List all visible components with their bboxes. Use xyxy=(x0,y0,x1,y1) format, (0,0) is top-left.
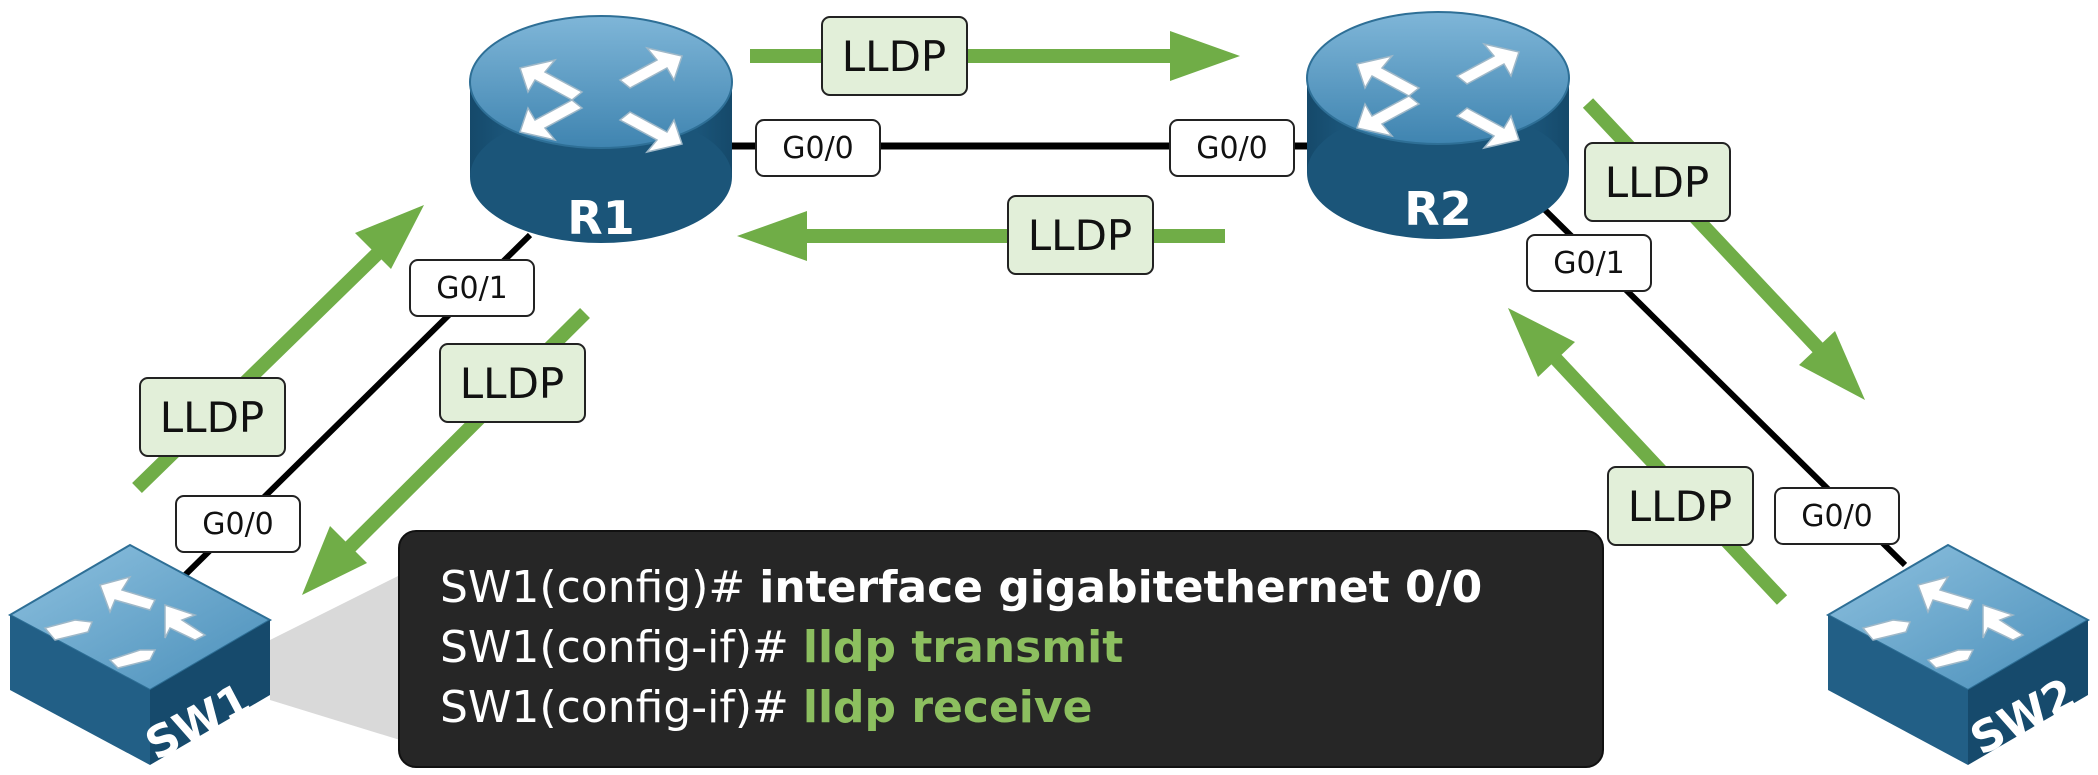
terminal-callout-wedge xyxy=(270,575,400,740)
router-r1-label: R1 xyxy=(567,191,634,245)
lldp-label-r1-down: LLDP xyxy=(439,343,586,423)
lldp-label-top: LLDP xyxy=(821,16,968,96)
lldp-label-sw1-up: LLDP xyxy=(139,377,286,457)
svg-text:LLDP: LLDP xyxy=(842,32,946,81)
router-r1[interactable]: R1 xyxy=(469,15,733,245)
switch-sw1[interactable]: SW1 xyxy=(7,543,273,771)
svg-text:G0/1: G0/1 xyxy=(436,271,508,306)
terminal-prompt: SW1(config-if)# xyxy=(440,682,803,733)
terminal-prompt: SW1(config)# xyxy=(440,562,760,613)
terminal-line: SW1(config-if)# lldp receive xyxy=(440,678,1602,738)
terminal-prompt: SW1(config-if)# xyxy=(440,622,803,673)
lldp-labels: LLDP LLDP LLDP LLDP LLDP LLDP xyxy=(139,16,1754,546)
terminal-command: lldp transmit xyxy=(802,622,1124,673)
svg-text:LLDP: LLDP xyxy=(460,359,564,408)
router-r2[interactable]: R2 xyxy=(1306,11,1570,239)
svg-text:G0/1: G0/1 xyxy=(1553,246,1625,281)
interface-label-sw2-g00: G0/0 xyxy=(1774,487,1900,545)
terminal-line: SW1(config-if)# lldp transmit xyxy=(440,618,1602,678)
lldp-label-sw2-up: LLDP xyxy=(1607,466,1754,546)
interface-label-r1-g00: G0/0 xyxy=(755,119,881,177)
terminal-command: lldp receive xyxy=(802,682,1093,733)
interface-label-r2-g00: G0/0 xyxy=(1169,119,1295,177)
svg-text:G0/0: G0/0 xyxy=(1196,131,1268,166)
switch-sw2[interactable]: SW2 xyxy=(1825,543,2091,766)
svg-text:LLDP: LLDP xyxy=(1605,158,1709,207)
interface-labels: G0/0 G0/0 G0/1 G0/1 G0/0 G0/0 xyxy=(175,119,1900,553)
svg-text:LLDP: LLDP xyxy=(1628,482,1732,531)
lldp-label-middle: LLDP xyxy=(1007,195,1154,275)
svg-text:G0/0: G0/0 xyxy=(782,131,854,166)
interface-label-r1-g01: G0/1 xyxy=(409,259,535,317)
svg-text:LLDP: LLDP xyxy=(1028,211,1132,260)
interface-label-r2-g01: G0/1 xyxy=(1526,234,1652,292)
interface-label-sw1-g00: G0/0 xyxy=(175,495,301,553)
svg-text:G0/0: G0/0 xyxy=(1801,499,1873,534)
switch-arrows-icon xyxy=(43,575,207,669)
terminal-window: SW1(config)# interface gigabitethernet 0… xyxy=(398,530,1604,768)
terminal-line: SW1(config)# interface gigabitethernet 0… xyxy=(440,558,1602,618)
router-r2-label: R2 xyxy=(1404,182,1471,236)
svg-text:G0/0: G0/0 xyxy=(202,507,274,542)
lldp-arrows xyxy=(132,31,1865,605)
switch-arrows-icon xyxy=(1861,575,2025,669)
svg-text:LLDP: LLDP xyxy=(160,393,264,442)
router-arrows-icon xyxy=(519,46,683,154)
terminal-command: interface gigabitethernet 0/0 xyxy=(759,562,1483,613)
lldp-label-r2-down: LLDP xyxy=(1584,142,1731,222)
router-arrows-icon xyxy=(1356,42,1520,150)
